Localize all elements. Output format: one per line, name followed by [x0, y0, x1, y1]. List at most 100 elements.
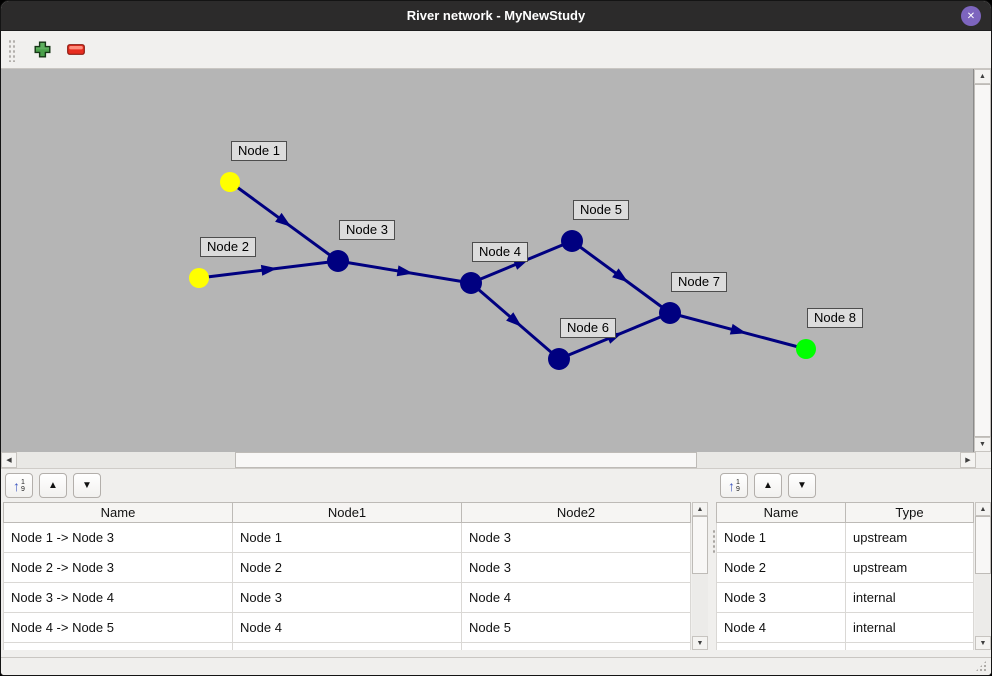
arrow-up-icon: ▲: [763, 480, 773, 491]
move-branch-down-button[interactable]: ▼: [73, 473, 101, 498]
graph-node-node-3[interactable]: [327, 250, 349, 272]
sort-branches-button[interactable]: ↑ 1 9: [5, 473, 33, 498]
nodes-table-scrollbar: ▲ ▼: [975, 502, 991, 650]
edge-arrow-icon: [612, 268, 629, 283]
scroll-up-button[interactable]: ▲: [692, 502, 708, 516]
table-cell-empty: [232, 642, 462, 650]
edge-arrow-icon: [506, 312, 522, 327]
table-cell-empty: [845, 642, 974, 650]
node-label-node-6[interactable]: Node 6: [560, 318, 616, 338]
table-cell[interactable]: Node 1: [232, 522, 462, 553]
vertical-scroll-thumb[interactable]: [974, 84, 991, 437]
remove-node-button[interactable]: [63, 37, 89, 63]
graph-node-node-4[interactable]: [460, 272, 482, 294]
plus-icon: [34, 41, 50, 58]
table-cell[interactable]: Node 3 -> Node 4: [3, 582, 233, 613]
scroll-right-button[interactable]: ▶: [960, 452, 976, 468]
table-scroll-track[interactable]: [692, 574, 708, 636]
branches-table-scrollbar: ▲ ▼: [692, 502, 708, 650]
table-cell[interactable]: upstream: [845, 522, 974, 553]
table-scroll-thumb[interactable]: [692, 516, 708, 574]
node-label-node-2[interactable]: Node 2: [200, 237, 256, 257]
scroll-up-button[interactable]: ▲: [975, 502, 991, 516]
table-cell[interactable]: Node 4: [461, 582, 691, 613]
graph-node-node-6[interactable]: [548, 348, 570, 370]
table-cell[interactable]: Node 4 -> Node 5: [3, 612, 233, 643]
move-branch-up-button[interactable]: ▲: [39, 473, 67, 498]
table-cell[interactable]: Node 2: [716, 552, 846, 583]
horizontal-scroll-track[interactable]: [17, 452, 960, 468]
arrow-up-icon: ▲: [48, 480, 58, 491]
window-resize-grip[interactable]: [975, 660, 987, 672]
table-cell-empty: [716, 642, 846, 650]
column-header-name[interactable]: Name: [3, 502, 233, 523]
sort-nodes-button[interactable]: ↑ 1 9: [720, 473, 748, 498]
node-label-node-7[interactable]: Node 7: [671, 272, 727, 292]
arrow-down-icon: ▼: [797, 480, 807, 491]
table-cell[interactable]: Node 3: [461, 552, 691, 583]
status-bar: [1, 657, 991, 675]
titlebar: River network - MyNewStudy ✕: [1, 1, 991, 31]
column-header-type[interactable]: Type: [845, 502, 974, 523]
table-scroll-thumb[interactable]: [975, 516, 991, 574]
window-title: River network - MyNewStudy: [406, 8, 586, 23]
table-cell[interactable]: Node 1: [716, 522, 846, 553]
node-label-node-5[interactable]: Node 5: [573, 200, 629, 220]
table-cell[interactable]: Node 2 -> Node 3: [3, 552, 233, 583]
node-label-node-1[interactable]: Node 1: [231, 141, 287, 161]
toolbar-grip-handle[interactable]: [8, 37, 17, 62]
table-cell[interactable]: upstream: [845, 552, 974, 583]
nodes-toolbar: ↑ 1 9 ▲ ▼: [716, 469, 991, 502]
table-cell[interactable]: Node 3: [232, 582, 462, 613]
node-label-node-4[interactable]: Node 4: [472, 242, 528, 262]
table-cell[interactable]: Node 4: [716, 612, 846, 643]
column-header-name[interactable]: Name: [716, 502, 846, 523]
graph-node-node-8[interactable]: [796, 339, 816, 359]
horizontal-scroll-thumb[interactable]: [235, 452, 697, 468]
scroll-down-button[interactable]: ▼: [974, 437, 991, 452]
table-row-empty: [716, 642, 974, 650]
table-cell[interactable]: Node 2: [232, 552, 462, 583]
table-cell[interactable]: internal: [845, 612, 974, 643]
table-cell[interactable]: Node 1 -> Node 3: [3, 522, 233, 553]
scroll-down-button[interactable]: ▼: [975, 636, 991, 650]
graph-node-node-1[interactable]: [220, 172, 240, 192]
column-header-node1[interactable]: Node1: [232, 502, 462, 523]
node-label-node-8[interactable]: Node 8: [807, 308, 863, 328]
table-cell[interactable]: Node 4: [232, 612, 462, 643]
network-canvas[interactable]: Node 1 Node 2 Node 3 Node 4 Node 5 Node 6 Node…: [1, 69, 975, 452]
table-cell[interactable]: Node 5: [461, 612, 691, 643]
column-header-node2[interactable]: Node2: [461, 502, 691, 523]
graph-node-node-7[interactable]: [659, 302, 681, 324]
close-button[interactable]: ✕: [961, 6, 981, 26]
scroll-left-button[interactable]: ◀: [1, 452, 17, 468]
move-node-up-button[interactable]: ▲: [754, 473, 782, 498]
minus-icon: [67, 44, 85, 55]
table-cell[interactable]: internal: [845, 582, 974, 613]
table-scroll-track[interactable]: [975, 574, 991, 636]
graph-node-node-2[interactable]: [189, 268, 209, 288]
table-cell[interactable]: Node 3: [461, 522, 691, 553]
scroll-up-button[interactable]: ▲: [974, 69, 991, 84]
pane-splitter[interactable]: [712, 469, 716, 657]
table-cell[interactable]: Node 3: [716, 582, 846, 613]
graph-node-node-5[interactable]: [561, 230, 583, 252]
add-node-button[interactable]: [29, 37, 55, 63]
move-node-down-button[interactable]: ▼: [788, 473, 816, 498]
table-row-empty: [3, 642, 691, 650]
node-label-node-3[interactable]: Node 3: [339, 220, 395, 240]
scroll-down-button[interactable]: ▼: [692, 636, 708, 650]
